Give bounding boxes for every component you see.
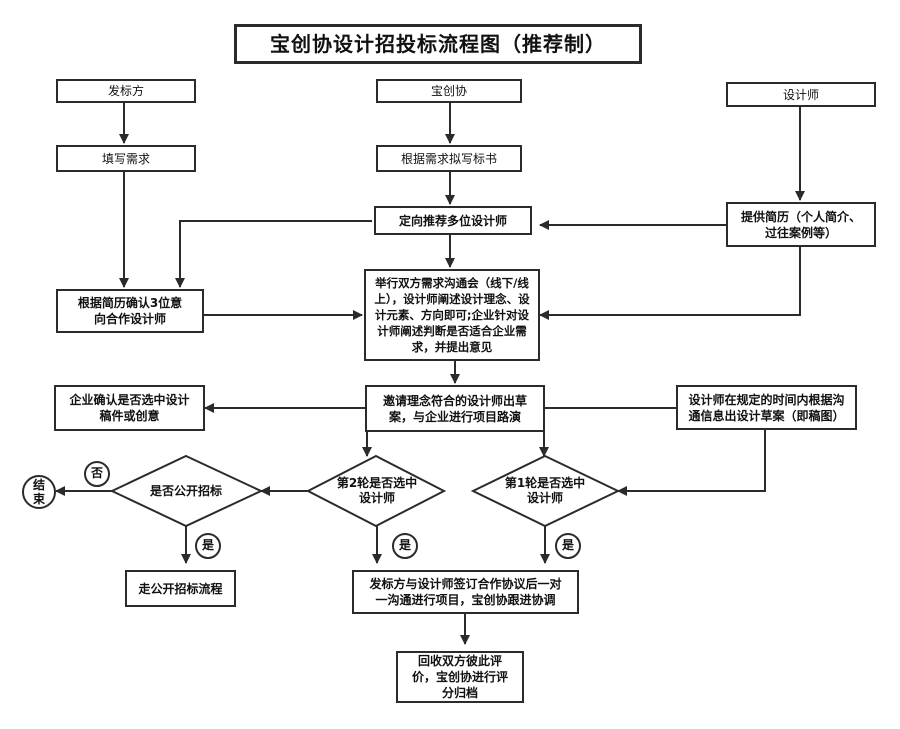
step-enterprise-confirm: 企业确认是否选中设计稿件或创意 xyxy=(54,385,205,431)
arrow-designer-draft-to-round1 xyxy=(617,430,766,496)
decision-public-tender-shape xyxy=(109,454,264,528)
step-draft-tender: 根据需求拟写标书 xyxy=(376,145,522,172)
end-terminal: 结束 xyxy=(32,478,45,506)
arrow-resume-to-meeting xyxy=(539,247,801,320)
column-header-designer: 设计师 xyxy=(726,82,876,107)
yes-label-circle-2 xyxy=(392,533,418,559)
decision-round1: 第1轮是否选中设计师 xyxy=(504,476,586,505)
step-public-tender-flow: 走公开招标流程 xyxy=(125,570,236,607)
no-label-circle xyxy=(84,461,110,487)
label-yes-round1: 是 xyxy=(561,538,574,552)
column-header-bidder: 发标方 xyxy=(56,79,196,103)
step-provide-resume: 提供简历（个人简介、过往案例等） xyxy=(726,202,876,247)
page-title: 宝创协设计招投标流程图（推荐制） xyxy=(234,24,642,64)
step-recommend-designers: 定向推荐多位设计师 xyxy=(374,206,532,235)
step-evaluate: 回收双方彼此评价，宝创协进行评分归档 xyxy=(396,651,524,703)
end-terminal-shape xyxy=(22,475,56,509)
decision-round2-shape xyxy=(305,454,447,528)
arrow-recommend-to-confirm xyxy=(175,220,372,288)
label-no: 否 xyxy=(90,466,103,480)
label-yes-round2: 是 xyxy=(398,538,411,552)
step-designer-draft: 设计师在规定的时间内根据沟通信息出设计草案（即稿图） xyxy=(676,385,857,430)
yes-label-circle-3 xyxy=(555,533,581,559)
step-confirm-three-designers: 根据简历确认3位意向合作设计师 xyxy=(56,289,204,333)
step-two-way-meeting: 举行双方需求沟通会（线下/线上），设计师阐述设计理念、设计元素、方向即可;企业针… xyxy=(364,269,540,361)
yes-label-circle-1 xyxy=(195,533,221,559)
column-header-platform: 宝创协 xyxy=(376,79,522,103)
decision-public-tender: 是否公开招标 xyxy=(149,484,222,498)
decision-round1-shape xyxy=(470,454,621,528)
label-yes-public: 是 xyxy=(201,538,214,552)
step-fill-requirements: 填写需求 xyxy=(56,145,196,172)
step-invite-draft: 邀请理念符合的设计师出草案，与企业进行项目路演 xyxy=(365,385,545,432)
step-sign-contract: 发标方与设计师签订合作协议后一对一沟通进行项目，宝创协跟进协调 xyxy=(352,570,579,614)
decision-round2: 第2轮是否选中设计师 xyxy=(336,476,418,505)
